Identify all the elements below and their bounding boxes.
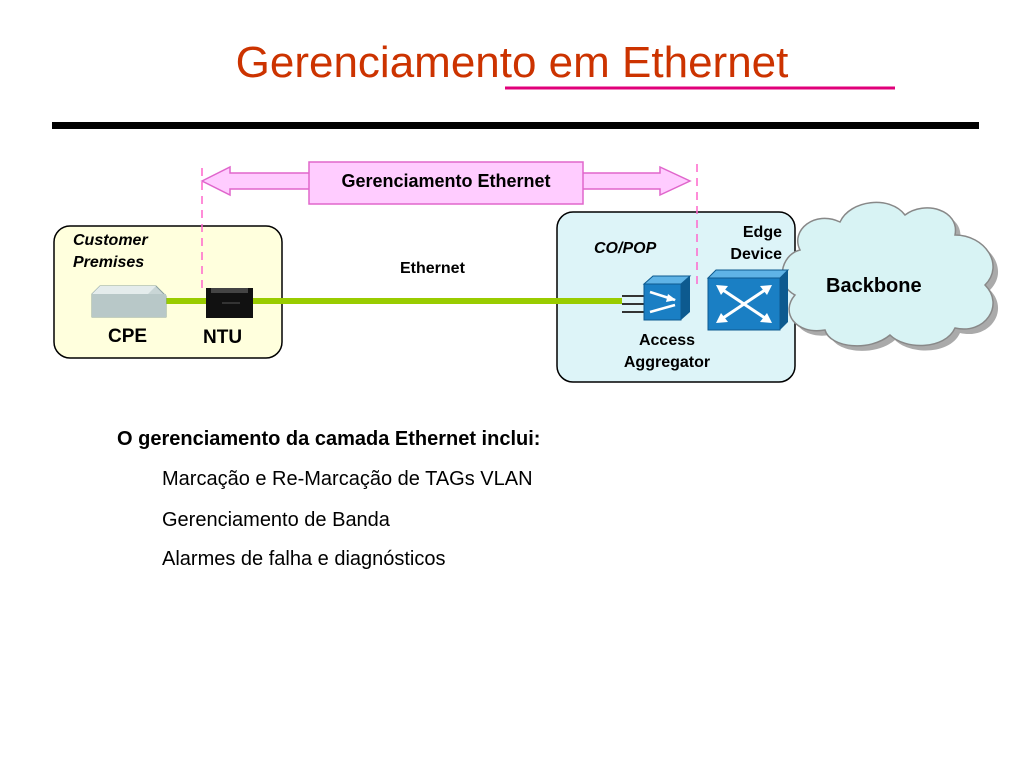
co-pop-label: CO/POP	[594, 240, 657, 257]
cpe-label: CPE	[108, 326, 148, 347]
customer-premises-label: Customer Premises	[73, 232, 148, 271]
management-span-label-box	[308, 161, 584, 205]
management-span-label: Gerenciamento Ethernet	[341, 171, 551, 191]
access-aggregator-icon	[622, 275, 692, 321]
backbone-label: Backbone	[826, 275, 922, 297]
ethernet-label: Ethernet	[400, 260, 465, 277]
header-divider	[52, 122, 979, 129]
edge-device-label: Edge Device	[730, 224, 782, 263]
list-item: Gerenciamento de Banda	[162, 509, 390, 531]
list-item: Marcação e Re-Marcação de TAGs VLAN	[162, 468, 533, 490]
ntu-device-icon	[206, 288, 253, 318]
ntu-label: NTU	[203, 327, 243, 348]
customer-premises-box	[53, 225, 283, 359]
management-intro: O gerenciamento da camada Ethernet inclu…	[117, 428, 541, 450]
cpe-device-icon	[91, 285, 167, 318]
list-item: Alarmes de falha e diagnósticos	[162, 548, 446, 570]
backbone-cloud-icon	[781, 201, 999, 351]
slide-title: Gerenciamento em Ethernet	[235, 38, 789, 87]
edge-switch-icon	[706, 269, 790, 331]
access-aggregator-label: Access Aggregator	[623, 332, 711, 371]
